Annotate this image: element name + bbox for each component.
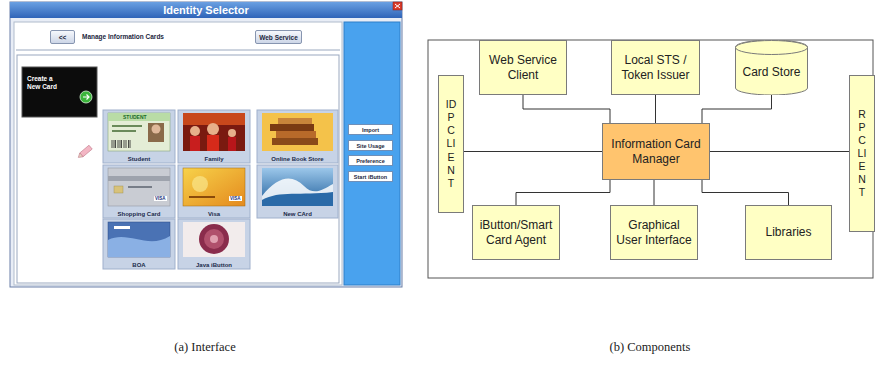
manager-box: Information Card Manager [602,123,710,180]
node-text: Local STS / Token Issuer [615,53,696,82]
node-text: Identity Selector [163,2,249,16]
card-tile: Visa [178,165,250,218]
card-print: VISA [229,196,242,201]
card-tile: Online Book Store [257,110,338,163]
card-print: STUDENT [123,114,147,120]
visa-card-image [183,168,245,206]
side-button: Import [348,124,393,135]
node-text: iButton/Smart Card Agent [476,218,556,247]
node-text: Libraries [765,225,811,239]
window: Identity Selector << Web ServiceCreate a N… [10,2,402,287]
subcaption: (a) Interface [174,340,235,355]
connector-line [710,151,849,152]
node-text: BOA [132,262,145,268]
close-cross [395,4,400,8]
side-panel [344,22,400,285]
card-tile: Family [178,110,250,163]
add-icon [80,91,92,103]
component-box: Libraries [745,205,832,260]
create-tile [22,67,97,117]
node-text: Visa [208,211,220,217]
node-text: Student [128,156,150,162]
node-text: Online Book Store [271,156,323,162]
component-box: iButton/Smart Card Agent [472,205,560,260]
close-button [393,2,402,10]
node-text: Graphical User Interface [614,218,694,247]
card-print: VISA [154,196,167,201]
node-text: << [59,34,67,41]
node-text: Preference [356,158,384,164]
ibutton-image [183,222,245,257]
component-box: Graphical User Interface [610,205,698,260]
family-image [183,113,245,151]
node-text: Start iButton [354,174,387,180]
boa-card-image [108,222,170,257]
card-tile: Shopping Card [103,165,175,218]
connector-line [654,180,655,205]
node-text: IDP CLIENT [446,98,457,190]
figure-frame [428,40,873,278]
cylinder-top [736,41,808,55]
student-card-image [108,113,170,151]
window-frame [10,2,402,287]
component-box: Local STS / Token Issuer [611,40,700,95]
content-area [14,22,342,285]
connector-line [702,180,789,205]
node-text: Web Service [259,34,298,41]
side-button: Preference [348,155,393,166]
node-text: Java iButton [196,262,232,268]
card-tile: New CArd [257,165,338,218]
wave-image [262,168,333,206]
node-text: RP CLIENT [857,108,868,200]
node-text: Information Card Manager [606,137,706,166]
side-button: Site Usage [348,140,393,151]
store-cylinder: Card Store [735,40,808,95]
books-image [262,113,333,151]
card-tile: Java iButton [178,219,250,269]
add-arrow [83,95,89,100]
section-heading: Manage Information Cards [82,33,164,40]
back-button: << [50,30,75,44]
separator [16,50,340,51]
pencil-icon [77,145,92,159]
client-box: IDP CLIENT [438,75,464,213]
client-box: RP CLIENT [849,75,875,232]
connector-line [702,95,772,123]
card-area [17,55,339,283]
connector-line [516,180,610,205]
cylinder-body [736,40,808,95]
side-button: Start iButton [348,171,393,182]
node-text: Card Store [742,65,800,79]
node-text: Shopping Card [118,211,161,217]
node-text: Create a New Card [27,75,61,92]
title-bar [10,2,402,18]
subcaption: (b) Components [610,340,691,355]
card-tiles [103,110,338,269]
node-text: Import [362,127,379,133]
shopping-card-image [108,168,170,206]
node-text: New CArd [283,211,312,217]
connector-line [655,95,656,123]
card-tile: BOA [103,219,175,269]
create-card-tile: Create a New Card [22,67,97,117]
connector-line [464,151,602,152]
web-service-button: Web Service [255,30,302,44]
node-text: Site Usage [356,143,384,149]
node-text: Family [204,156,223,162]
component-box: Web Service Client [479,40,567,95]
node-text: Web Service Client [483,53,563,82]
connector-line [523,95,610,123]
